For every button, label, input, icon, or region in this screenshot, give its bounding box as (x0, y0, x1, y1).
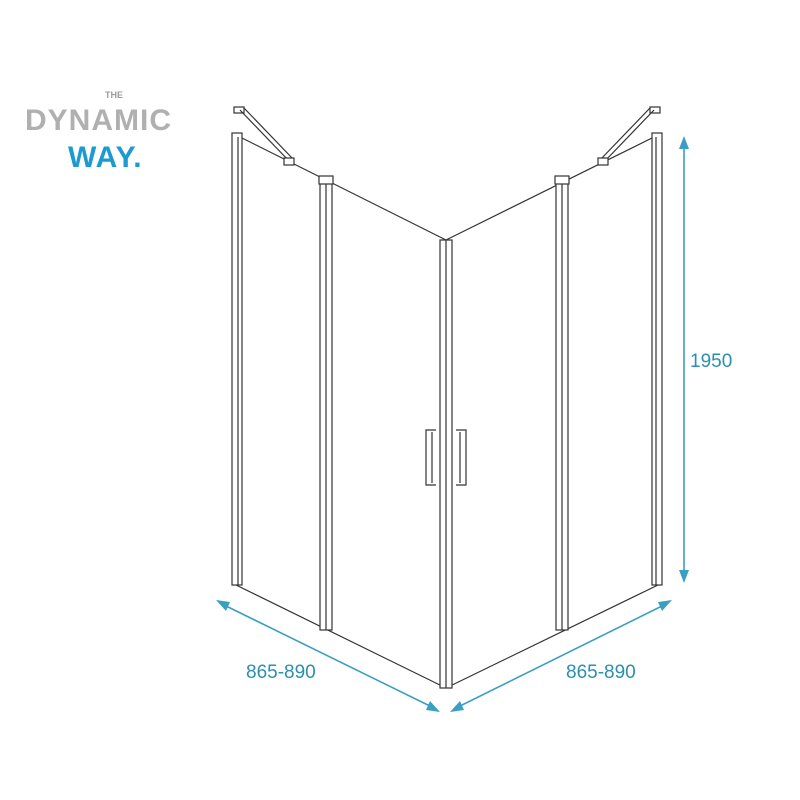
left-width-label: 865-890 (246, 662, 316, 683)
left-width-dimension: 865-890 (216, 600, 440, 712)
left-top-rail (239, 136, 447, 241)
arrow-right-icon (658, 600, 672, 611)
left-support-bar (233, 106, 295, 166)
right-width-dimension: 865-890 (450, 600, 672, 712)
left-wall-profile (231, 132, 243, 586)
left-bottom-rail (235, 584, 447, 689)
arrow-left-icon (450, 701, 464, 712)
left-door-handle (425, 429, 436, 486)
height-label: 1950 (690, 351, 732, 372)
brand-logo: THE DYNAMIC WAY. (25, 90, 172, 174)
height-dimension: 1950 (679, 136, 732, 583)
right-support-bar (597, 106, 661, 166)
arrow-down-icon (679, 570, 689, 583)
logo-way: WAY. (68, 141, 143, 174)
logo-the: THE (105, 90, 123, 100)
logo-dynamic: DYNAMIC (25, 104, 172, 137)
right-bottom-rail (445, 584, 659, 689)
left-hinge-clamp (318, 175, 334, 185)
arrow-left-icon (216, 600, 230, 611)
right-top-rail (445, 136, 655, 241)
enclosure (231, 106, 663, 689)
right-door-handle (456, 429, 467, 486)
arrow-up-icon (679, 136, 689, 149)
right-width-label: 865-890 (566, 662, 636, 683)
right-wall-profile (651, 132, 663, 586)
right-hinge-clamp (554, 175, 570, 185)
arrow-right-icon (426, 701, 440, 712)
